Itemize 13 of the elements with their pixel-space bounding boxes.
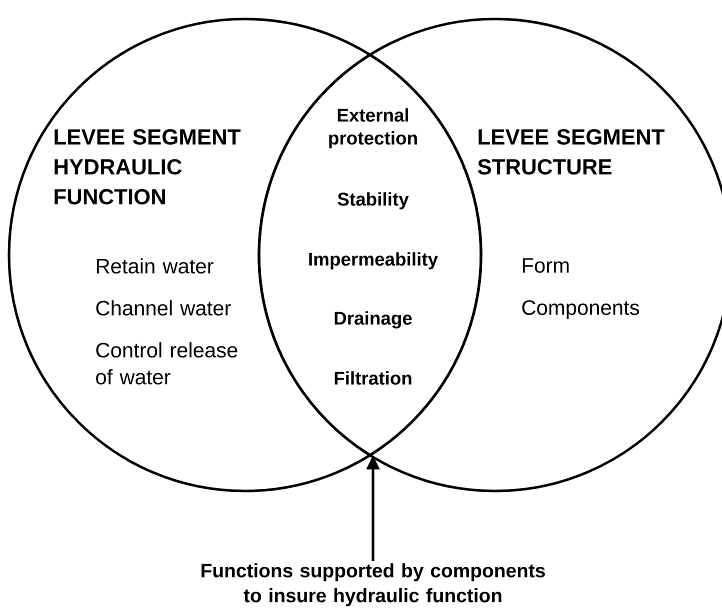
caption: Functions supported by components to insure hydraulic function [202,563,545,606]
list-item: Form [522,258,569,273]
list-item: Control release of water [96,342,238,384]
heading: LEVEE SEGMENT HYDRAULIC FUNCTION [54,129,241,204]
overlap-item: External protection [329,108,417,148]
list-item: Retain water [96,258,214,274]
overlap-item: Stability [338,192,409,210]
overlap-item: Drainage [334,311,412,328]
list-item: Channel water [96,300,231,316]
list-item: Components [522,300,640,320]
heading: LEVEE SEGMENT STRUCTURE [478,129,665,175]
overlap-item: Filtration [334,371,412,385]
overlap-item: Impermeability [309,252,438,270]
